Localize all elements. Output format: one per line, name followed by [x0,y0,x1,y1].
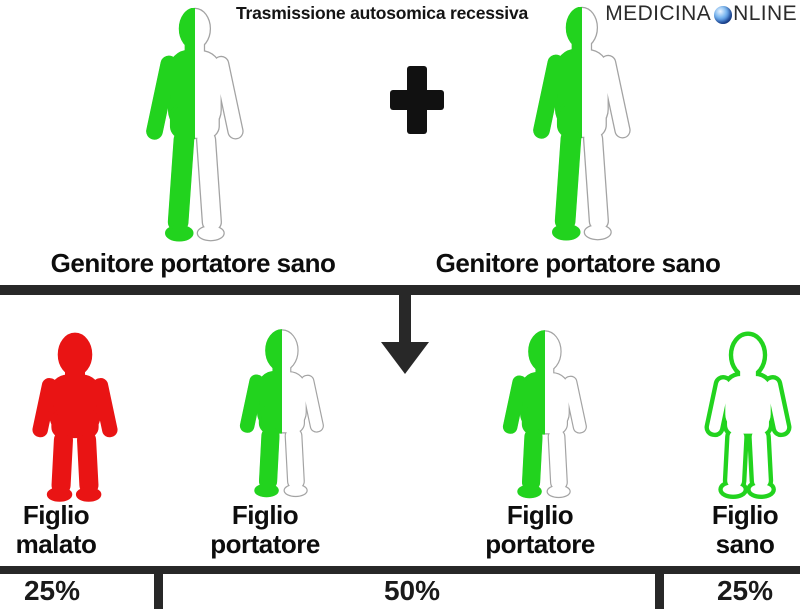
parent-figure-left [144,7,245,242]
child-label-portatore-2: Figlio portatore [465,501,615,559]
child-label-malato: Figlio malato [0,501,112,559]
generation-divider-line [0,285,800,295]
plus-horizontal-bar [390,90,444,110]
child-label-line2: portatore [210,529,320,559]
probability-divider-2 [655,574,664,609]
child-figure-carrier-1 [238,329,325,498]
medicina-online-logo: MEDICINA NLINE [605,2,797,26]
child-label-line1: Figlio [22,500,90,530]
child-figure-affected [31,332,119,502]
probability-band-line [0,566,800,574]
down-arrow-icon [399,294,411,344]
child-label-sano: Figlio sano [685,501,800,559]
parent-figure-right [531,6,632,241]
page-title: Trasmissione autosomica recessiva [236,3,529,23]
child-label-line1: Figlio [231,500,299,530]
logo-word-medicina: MEDICINA [605,2,712,25]
probability-affected: 25% [23,575,81,606]
child-label-line2: malato [15,529,97,559]
logo-word-online: NLINE [733,2,797,25]
child-label-line1: Figlio [711,500,779,530]
child-label-line1: Figlio [506,500,574,530]
child-label-portatore-1: Figlio portatore [190,501,340,559]
down-arrow-head-icon [381,342,429,374]
child-figure-carrier-2 [501,330,588,499]
probability-carrier: 50% [383,575,441,606]
globe-icon [714,6,733,24]
child-figure-healthy [700,324,796,510]
probability-healthy: 25% [716,575,774,606]
parent-left-label: Genitore portatore sano [50,248,336,278]
parent-right-label: Genitore portatore sano [435,248,721,278]
child-label-line2: sano [715,529,775,559]
child-label-line2: portatore [485,529,595,559]
plus-icon [390,66,444,134]
probability-divider-1 [154,574,163,609]
